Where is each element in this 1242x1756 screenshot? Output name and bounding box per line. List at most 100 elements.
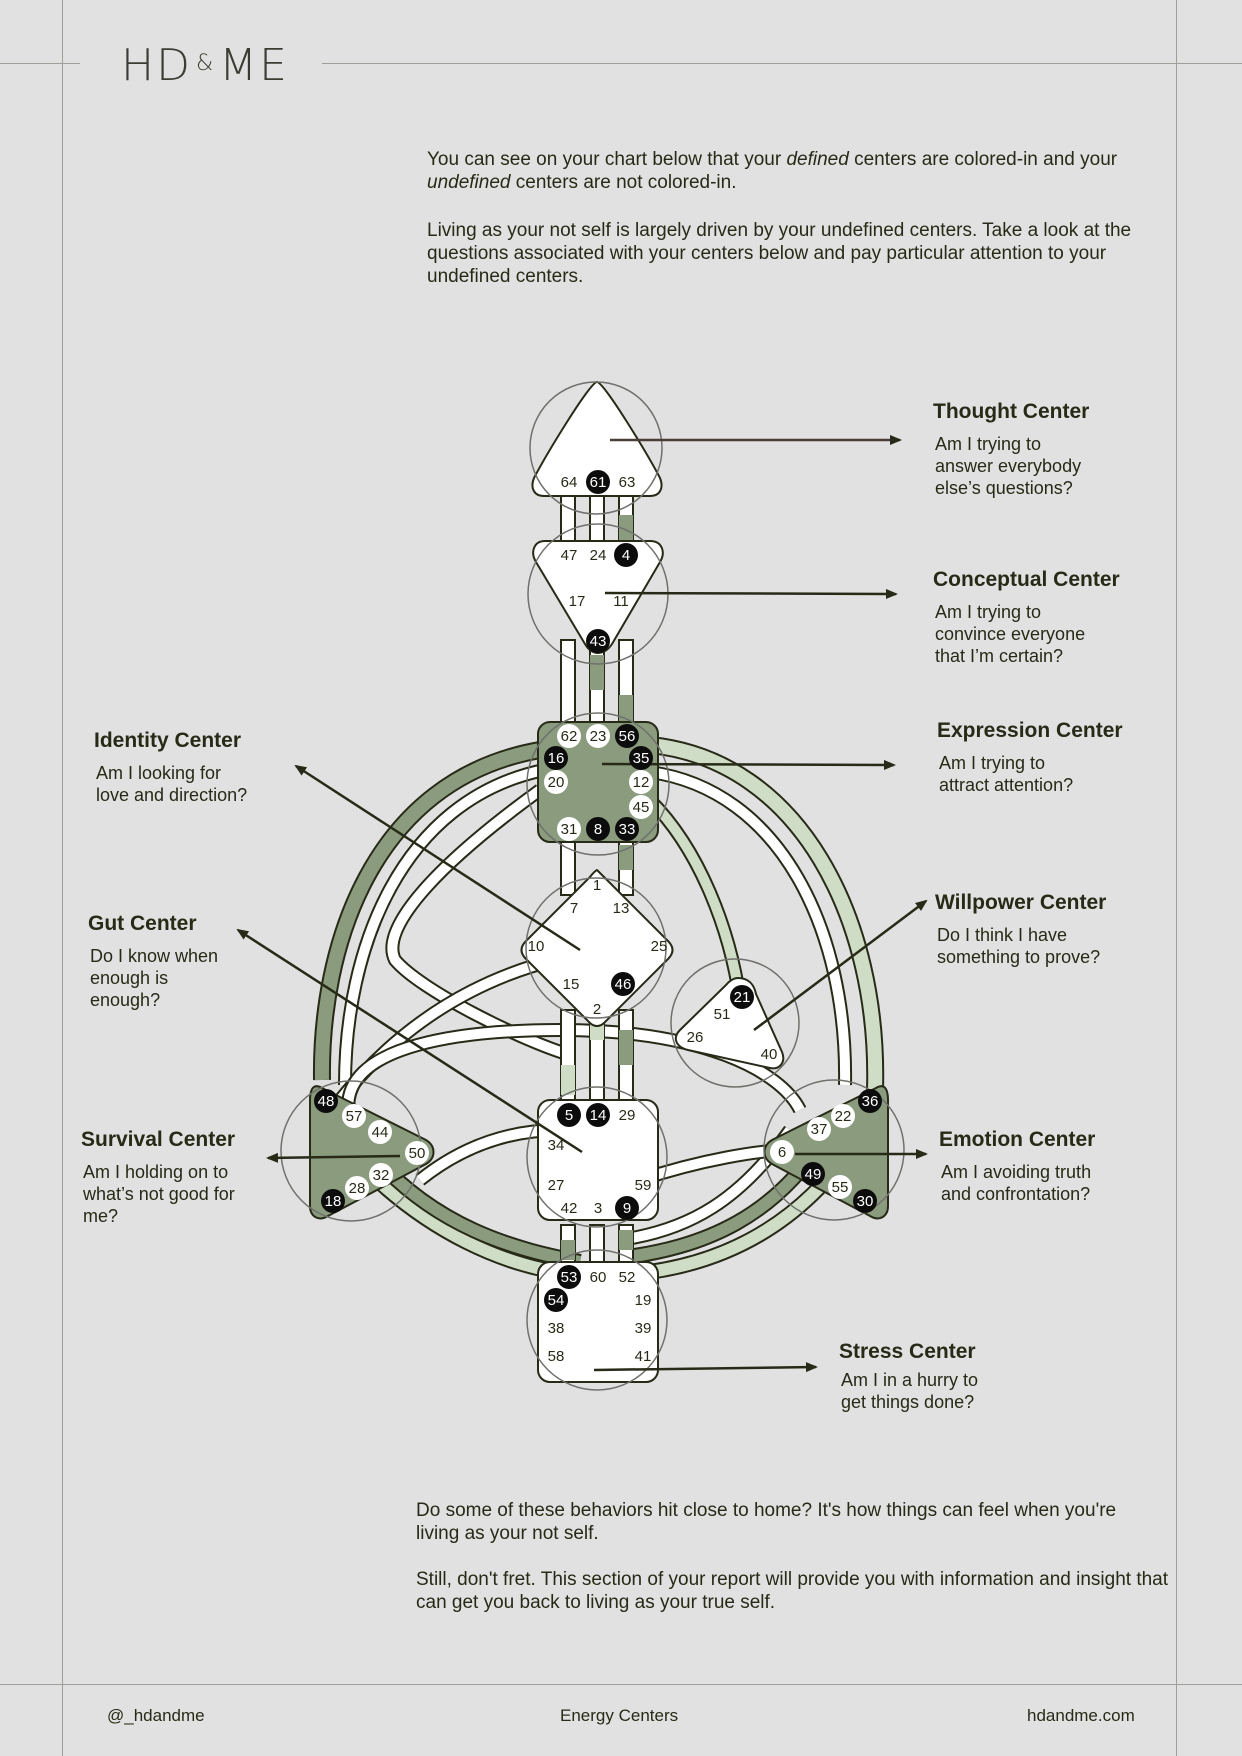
label-emotion-center: Emotion Center Am I avoiding truth and c… (939, 1127, 1095, 1205)
gate-number: 21 (734, 989, 751, 1006)
gate-number: 59 (635, 1177, 652, 1194)
gate-badge (405, 1141, 429, 1165)
gate-spleen-28: 28 (345, 1176, 369, 1200)
gate-number: 31 (561, 821, 578, 838)
gate-number: 24 (590, 547, 607, 564)
gate-number: 1 (593, 877, 601, 894)
gate-g-46: 46 (611, 972, 635, 996)
label-stress-center: Stress Center Am I in a hurry to get thi… (839, 1339, 978, 1413)
gate-solar-55: 55 (828, 1175, 852, 1199)
gate-spleen-50: 50 (405, 1141, 429, 1165)
gate-number: 19 (635, 1292, 652, 1309)
gate-number: 55 (832, 1179, 849, 1196)
gate-g-10: 10 (528, 938, 545, 955)
gate-spleen-57: 57 (342, 1104, 366, 1128)
arrow-survival (266, 1152, 401, 1163)
arrow-gut (236, 928, 583, 1154)
gate-number: 48 (318, 1093, 335, 1110)
gate-badge (369, 1163, 393, 1187)
gate-throat-56: 56 (615, 724, 639, 748)
gate-number: 16 (548, 750, 565, 767)
identity-center-title: Identity Center (94, 729, 242, 752)
intro-text-c: centers are not colored-in. (510, 172, 737, 193)
gate-badge (557, 1265, 581, 1289)
footer-handle[interactable]: @_hdandme (107, 1706, 205, 1725)
survival-center-question: Am I holding on to what’s not good for m… (83, 1162, 235, 1226)
gate-spleen-48: 48 (314, 1089, 338, 1113)
guide-line-right (1176, 0, 1177, 1756)
gate-number: 13 (613, 900, 630, 917)
guide-line-left (62, 0, 63, 1756)
gate-ego-40: 40 (761, 1046, 778, 1063)
willpower-center-title: Willpower Center (935, 891, 1107, 914)
gate-badge (807, 1117, 831, 1141)
spleen-center-shape (309, 1085, 435, 1220)
gate-root-52: 52 (619, 1269, 636, 1286)
gate-badge (586, 1103, 610, 1127)
gate-number: 29 (619, 1107, 636, 1124)
gate-solar-30: 30 (853, 1189, 877, 1213)
gate-sacral-3: 3 (594, 1200, 602, 1217)
gate-ajna-24: 24 (590, 547, 607, 564)
gate-root-53: 53 (557, 1265, 581, 1289)
guide-line-top-right (322, 63, 1242, 64)
gate-ego-21: 21 (730, 985, 754, 1009)
gate-number: 25 (651, 938, 668, 955)
gate-badge (629, 746, 653, 770)
center-rings (280, 381, 905, 1391)
gate-sacral-59: 59 (635, 1177, 652, 1194)
gate-throat-33: 33 (615, 817, 639, 841)
gate-badge (544, 1288, 568, 1312)
label-identity-center: Identity Center Am I looking for love an… (94, 728, 247, 806)
gate-badge (586, 629, 610, 653)
outro-paragraph-2: Still, don't fret. This section of your … (416, 1569, 1169, 1613)
gate-number: 57 (346, 1108, 363, 1125)
gate-number: 2 (593, 1001, 601, 1018)
gate-badge (586, 817, 610, 841)
gate-number: 15 (563, 976, 580, 993)
gate-badge (557, 817, 581, 841)
gate-root-58: 58 (548, 1348, 565, 1365)
head-center-shape (531, 381, 663, 497)
gate-badge (615, 817, 639, 841)
gate-number: 44 (372, 1124, 389, 1141)
throat-center-shape (537, 721, 659, 843)
gate-number: 36 (862, 1093, 879, 1110)
intro-text-a: You can see on your chart below that you… (427, 149, 787, 170)
gate-head-61: 61 (586, 470, 610, 494)
gate-badge (614, 543, 638, 567)
gate-throat-8: 8 (586, 817, 610, 841)
label-conceptual-center: Conceptual Center Am I trying to convinc… (933, 567, 1120, 667)
gate-number: 14 (590, 1107, 607, 1124)
gate-number: 51 (714, 1006, 731, 1023)
footer-website-link[interactable]: hdandme.com (1027, 1706, 1135, 1725)
gate-solar-22: 22 (831, 1104, 855, 1128)
gate-number: 8 (594, 821, 602, 838)
gate-number: 10 (528, 938, 545, 955)
center-shapes (309, 381, 889, 1383)
gate-throat-12: 12 (629, 770, 653, 794)
gate-g-13: 13 (613, 900, 630, 917)
gate-ajna-43: 43 (586, 629, 610, 653)
gate-number: 42 (561, 1200, 578, 1217)
gate-badge (368, 1120, 392, 1144)
gate-number: 30 (857, 1193, 874, 1210)
guide-line-top-left (0, 63, 80, 64)
gate-spleen-44: 44 (368, 1120, 392, 1144)
gate-root-41: 41 (635, 1348, 652, 1365)
gate-number: 56 (619, 728, 636, 745)
gate-root-39: 39 (635, 1320, 652, 1337)
gate-spleen-32: 32 (369, 1163, 393, 1187)
gate-badge (858, 1089, 882, 1113)
gate-sacral-27: 27 (548, 1177, 565, 1194)
gate-ajna-47: 47 (561, 547, 578, 564)
brand-logo: HD & ME (121, 40, 289, 91)
gate-number: 64 (561, 474, 578, 491)
gate-badge (611, 972, 635, 996)
gate-number: 58 (548, 1348, 565, 1365)
gate-badge (544, 770, 568, 794)
gate-number: 4 (622, 547, 630, 564)
gate-number: 39 (635, 1320, 652, 1337)
sacral-center-shape (537, 1099, 659, 1221)
